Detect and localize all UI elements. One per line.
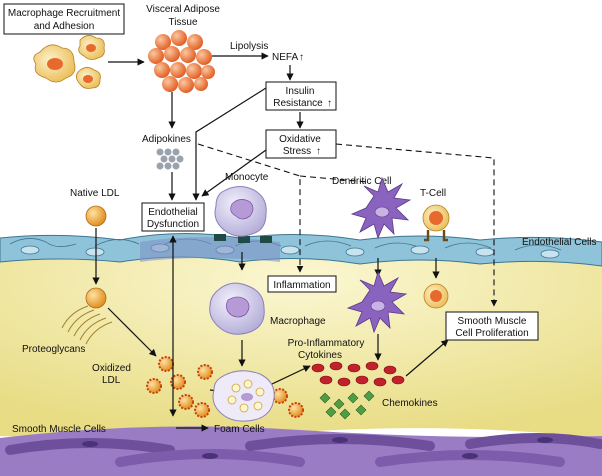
cytokines-icon	[311, 361, 405, 387]
oxidative-to-dysfunction-arrow	[201, 149, 267, 197]
oxidative-stress-label-2: Stress	[283, 146, 311, 157]
oxidative-stress-label: Oxidative	[279, 134, 321, 145]
insulin-up-arrow: ↑	[327, 98, 332, 109]
dendritic-cell-activated-icon	[346, 270, 408, 334]
smc-proliferation-label: Smooth Muscle	[458, 316, 527, 327]
smooth-muscle-layer	[0, 426, 602, 476]
oxidative-up-arrow: ↑	[316, 146, 321, 157]
inflammation-box	[267, 275, 337, 293]
foam-to-cytokines-arrow	[271, 365, 311, 385]
foam-cells-label: Foam Cells	[214, 424, 265, 435]
ldl-to-oxidized-arrow	[107, 307, 157, 357]
native-ldl-icon	[85, 205, 107, 227]
visceral-adipose-label-2: Tissue	[168, 17, 198, 28]
t-cell-activated-icon	[423, 283, 449, 309]
dendritic-cell-label: Dendritic Cell	[332, 176, 391, 187]
insulin-to-dysfunction-arrow	[192, 87, 267, 201]
macrophage-label: Macrophage	[270, 316, 326, 327]
adipokines-label: Adipokines	[142, 134, 191, 145]
smooth-muscle-cells-label: Smooth Muscle Cells	[12, 424, 106, 435]
nefa-up-arrow: ↑	[299, 52, 304, 63]
proteoglycans-label: Proteoglycans	[22, 344, 85, 355]
chemokines-label: Chemokines	[382, 398, 438, 409]
oxidative-stress-box	[265, 129, 337, 159]
insulin-resistance-box	[265, 81, 337, 111]
dendritic-cell-icon	[350, 176, 412, 240]
nefa-label: NEFA	[272, 52, 298, 63]
oxidative-to-smc-dashed	[335, 143, 498, 307]
adipokines-to-inflammation-dashed	[197, 143, 304, 273]
macrophage-recruitment-label: Macrophage Recruitment	[8, 8, 120, 19]
adipokines-to-dendritic-dashed	[299, 175, 369, 183]
pro-inflammatory-label: Pro-Inflammatory	[288, 338, 365, 349]
oxidized-ldl-label: Oxidized	[92, 363, 131, 374]
smc-proliferation-box	[445, 311, 539, 341]
cytokines-to-smc-arrow	[405, 339, 449, 377]
monocyte-icon	[214, 186, 267, 237]
adipokines-icon	[156, 148, 184, 170]
macrophage-icon	[209, 282, 265, 335]
oxidized-ldl-icon	[146, 356, 304, 418]
monocyte-label: Monocyte	[225, 172, 269, 183]
macrophage-recruitment-label-2: and Adhesion	[34, 21, 95, 32]
lipolysis-label: Lipolysis	[230, 41, 268, 52]
inflammation-label: Inflammation	[273, 280, 330, 291]
endothelial-dysfunction-label-2: Dysfunction	[147, 219, 199, 230]
adhesion-receptors	[214, 234, 272, 243]
foam-cell-icon	[212, 370, 275, 422]
macrophage-recruitment-box	[3, 3, 125, 35]
pro-inflammatory-label-2: Cytokines	[298, 350, 342, 361]
t-cell-icon	[422, 204, 450, 242]
insulin-resistance-label-2: Resistance	[273, 98, 323, 109]
endothelial-dysfunction-label: Endothelial	[148, 207, 197, 218]
endothelial-cells-label: Endothelial Cells	[522, 237, 597, 248]
bound-ldl-icon	[85, 287, 107, 309]
chemokines-icon	[319, 390, 375, 420]
recruited-macrophages-icon	[33, 35, 105, 89]
insulin-resistance-label: Insulin	[286, 86, 315, 97]
oxidized-ldl-label-2: LDL	[102, 375, 121, 386]
native-ldl-label: Native LDL	[70, 188, 120, 199]
t-cell-label: T-Cell	[420, 188, 446, 199]
endothelial-dysfunction-box	[141, 202, 205, 232]
visceral-adipose-label: Visceral Adipose	[146, 4, 220, 15]
proteoglycans-icon	[61, 305, 113, 345]
adipose-tissue-icon	[148, 30, 215, 93]
smc-proliferation-label-2: Cell Proliferation	[455, 328, 528, 339]
